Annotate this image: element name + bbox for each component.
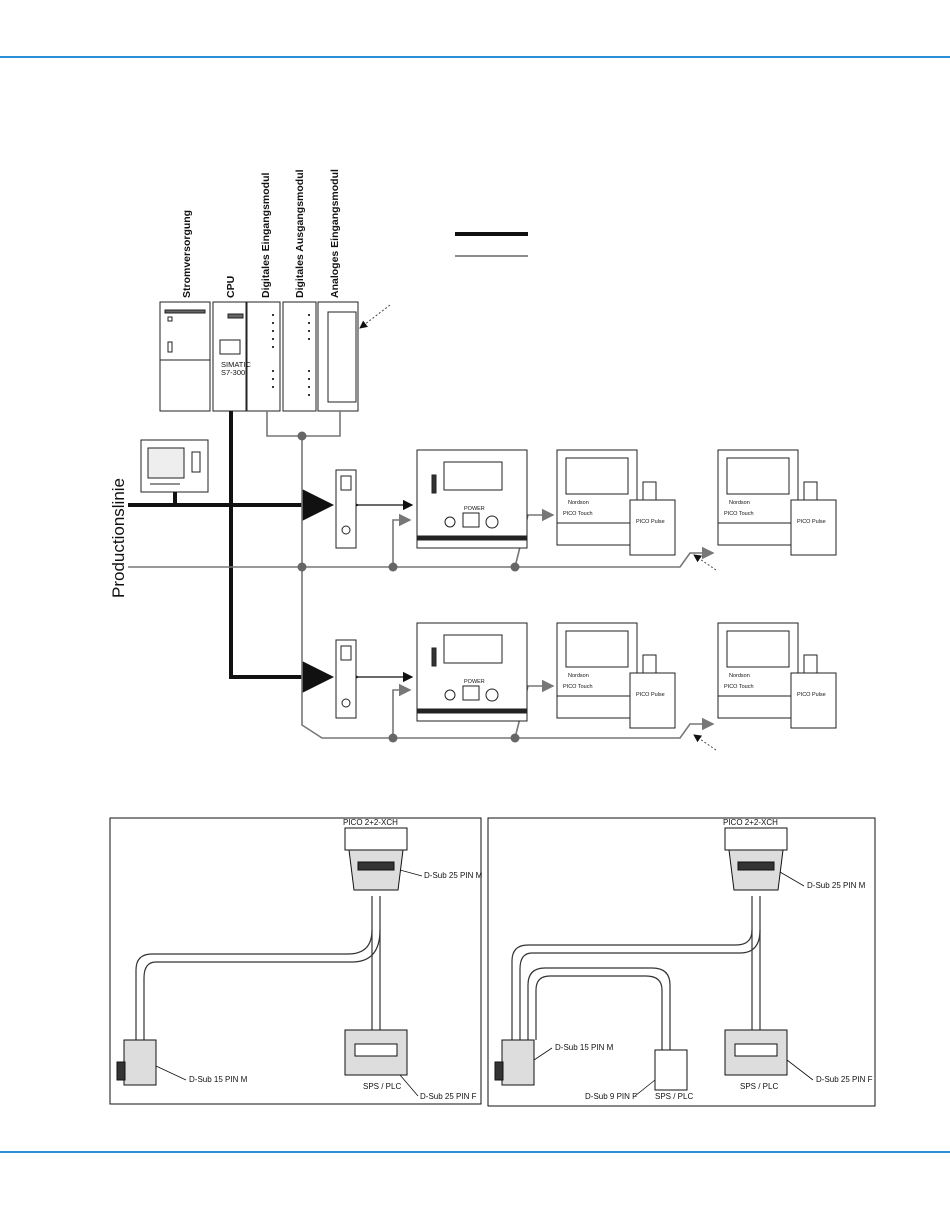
plc-rack xyxy=(159,301,359,412)
cable-box-left xyxy=(109,817,482,1105)
right-15pin-connector: D-Sub 15 PIN M xyxy=(555,1043,614,1052)
right-9pin-name: SPS / PLC xyxy=(655,1092,693,1101)
touch-unit-2a xyxy=(556,622,676,729)
touch-2a-pulse: PICO Pulse xyxy=(636,692,665,698)
connector-right-9pin xyxy=(654,1049,688,1091)
double-arrows xyxy=(348,499,414,683)
connector-left-top xyxy=(344,827,408,891)
right-9pin-connector: D-Sub 9 PIN F xyxy=(585,1092,637,1101)
header-rule xyxy=(0,56,950,58)
touch-unit-1a xyxy=(556,449,676,556)
right-top-label: PICO 2+2-XCH xyxy=(723,818,778,827)
touch-2a-brand: Nordson xyxy=(568,673,589,679)
touch-unit-1b xyxy=(717,449,837,556)
touch-2a-model: PICO Touch xyxy=(563,684,593,690)
touch-1b-brand: Nordson xyxy=(729,500,750,506)
left-top-connector: D-Sub 25 PIN M xyxy=(424,871,483,880)
right-25pin-f-connector: D-Sub 25 PIN F xyxy=(816,1075,873,1084)
label-power-supply: Stromversorgung xyxy=(181,210,193,298)
touch-2b-brand: Nordson xyxy=(729,673,750,679)
touch-1a-pulse: PICO Pulse xyxy=(636,519,665,525)
plc-module-leds xyxy=(272,314,310,396)
cable-right-lines xyxy=(511,896,761,1050)
right-plc-name: SPS / PLC xyxy=(740,1082,778,1091)
plc-model: S7-300 xyxy=(221,368,245,377)
thick-bus xyxy=(128,411,334,693)
label-digital-input: Digitales Eingangsmodul xyxy=(260,172,272,298)
controller-2-power: POWER xyxy=(464,679,485,685)
left-leaders xyxy=(155,869,423,1097)
touch-2b-model: PICO Touch xyxy=(724,684,754,690)
touch-unit-2b xyxy=(717,622,837,729)
interface-module-2 xyxy=(335,639,357,719)
footer-rule xyxy=(0,1151,950,1153)
interface-module-1 xyxy=(335,469,357,549)
touch-1b-model: PICO Touch xyxy=(724,511,754,517)
left-15pin-connector: D-Sub 15 PIN M xyxy=(189,1075,248,1084)
label-analog-input: Analoges Eingangsmodul xyxy=(329,169,341,298)
pointer-rack xyxy=(359,304,391,329)
network-nodes xyxy=(297,431,520,743)
controller-1 xyxy=(416,449,528,549)
connector-left-15pin xyxy=(116,1039,157,1086)
connector-right-top xyxy=(724,827,788,891)
pointer-touch-2 xyxy=(693,734,717,751)
cable-left-lines xyxy=(135,896,381,1040)
hmi-panel xyxy=(140,439,209,493)
plc-brand: SIMATIC xyxy=(221,360,251,369)
connector-left-25pin-f xyxy=(344,1029,408,1076)
connector-right-25pin-f xyxy=(724,1029,788,1076)
label-digital-output: Digitales Ausgangsmodul xyxy=(294,169,306,298)
label-cpu: CPU xyxy=(225,276,237,298)
production-line-label: Productionslinie xyxy=(109,478,128,598)
touch-1b-pulse: PICO Pulse xyxy=(797,519,826,525)
controller-2 xyxy=(416,622,528,722)
left-plc-name: SPS / PLC xyxy=(363,1082,401,1091)
pointer-touch-1 xyxy=(693,554,717,571)
left-25pin-f-connector: D-Sub 25 PIN F xyxy=(420,1092,477,1101)
right-top-connector: D-Sub 25 PIN M xyxy=(807,881,866,890)
controller-1-power: POWER xyxy=(464,506,485,512)
right-leaders xyxy=(533,871,814,1097)
connector-right-15pin xyxy=(494,1039,535,1086)
touch-1a-model: PICO Touch xyxy=(563,511,593,517)
touch-1a-brand: Nordson xyxy=(568,500,589,506)
left-top-label: PICO 2+2-XCH xyxy=(343,818,398,827)
touch-2b-pulse: PICO Pulse xyxy=(797,692,826,698)
